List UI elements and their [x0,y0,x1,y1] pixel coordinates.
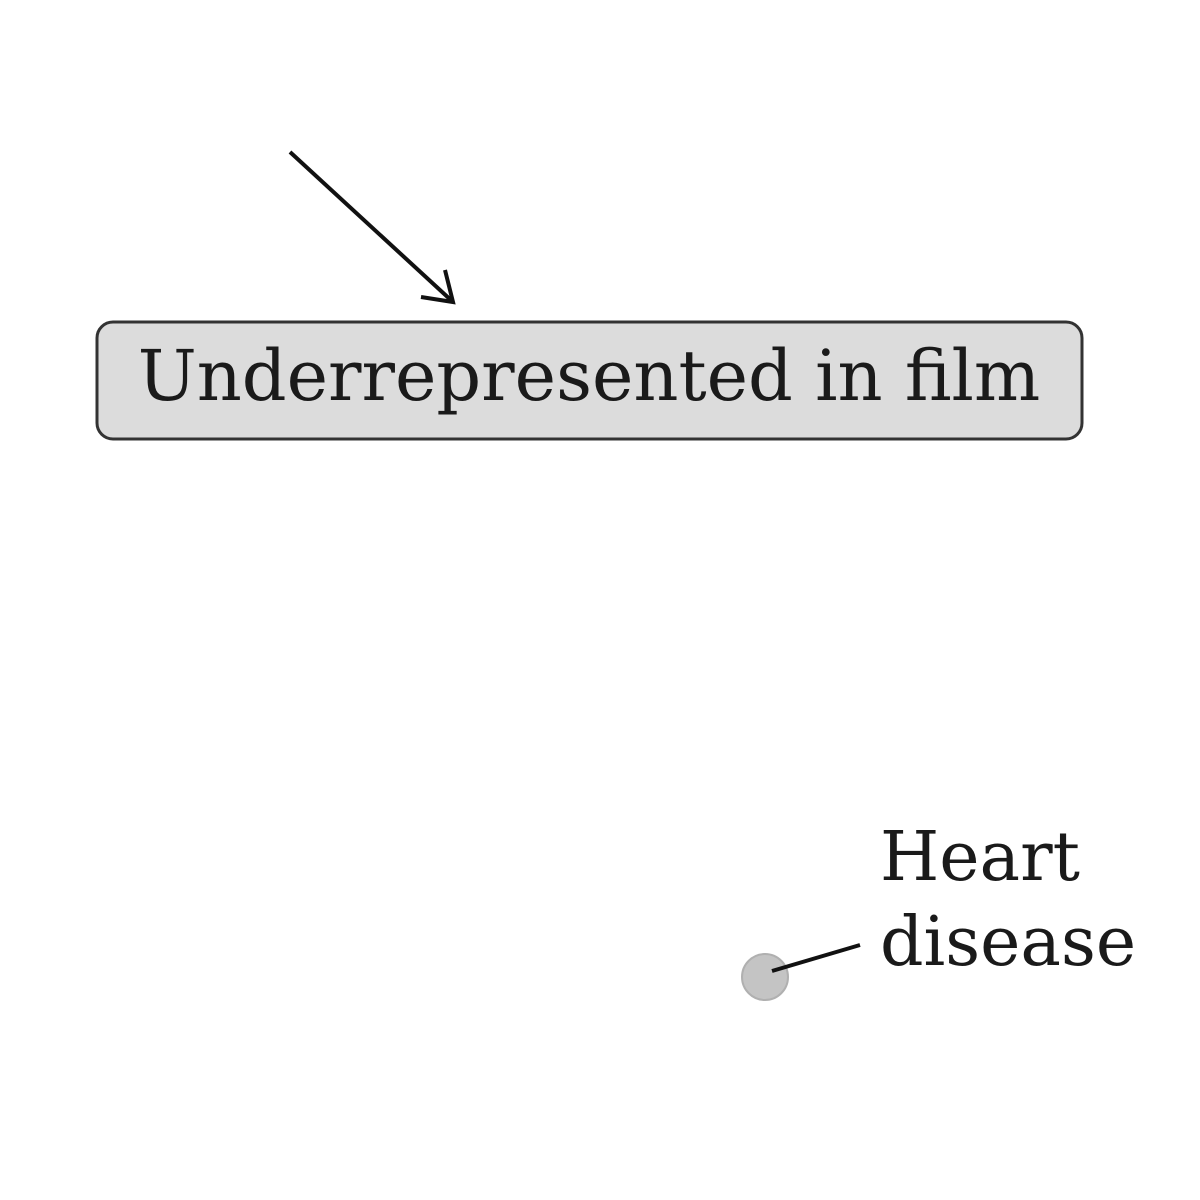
annotation-text: Underrepresented in film [138,335,1041,417]
annotation-box: Underrepresented in film [95,320,1084,441]
data-point: Heart disease [741,818,1136,1001]
point-label-line-2: disease [880,903,1136,982]
point-marker [741,953,789,1001]
annotation-arrow [288,150,456,305]
point-label-leader-line [771,943,861,973]
annotation-box-background [95,320,1084,441]
point-label-line-1: Heart [880,818,1080,897]
